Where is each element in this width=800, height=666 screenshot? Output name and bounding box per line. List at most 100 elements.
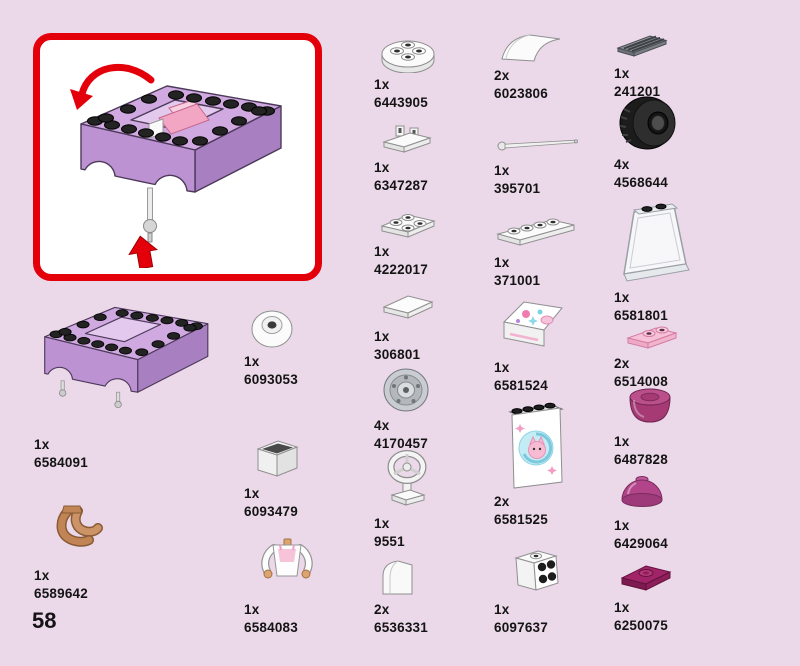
part-number: 6097637 — [494, 619, 548, 635]
magenta-dome-icon — [616, 466, 668, 514]
part-qty: 1x — [494, 360, 510, 375]
part-number: 6514008 — [614, 373, 668, 389]
part-number: 6581525 — [494, 511, 548, 527]
part-qty: 1x — [244, 486, 260, 501]
part-9551: 1x 9551 — [374, 450, 432, 551]
tile-2x2-icon — [380, 287, 436, 325]
part-number: 4222017 — [374, 261, 428, 277]
part-number: 6443905 — [374, 94, 428, 110]
part-6250075: 1x 6250075 — [614, 552, 674, 635]
part-qty: 1x — [494, 163, 510, 178]
part-qty: 1x — [374, 160, 390, 175]
part-label: 1x 6584083 — [244, 601, 320, 637]
part-395701: 1x 395701 — [494, 133, 582, 198]
part-qty: 2x — [614, 356, 630, 371]
part-label: 1x 6093479 — [244, 485, 304, 521]
plate-2x2-icon — [378, 200, 438, 240]
part-number: 4568644 — [614, 174, 668, 190]
part-number: 6584091 — [34, 454, 88, 470]
part-qty: 1x — [374, 77, 390, 92]
part-qty: 1x — [244, 602, 260, 617]
windscreen-icon — [614, 196, 694, 286]
curved-slope-icon — [376, 554, 428, 598]
plate-1x4-icon — [494, 207, 578, 251]
bracket-holes-icon — [504, 544, 564, 598]
curved-arch-icon — [496, 30, 570, 64]
part-number: 241201 — [614, 83, 661, 99]
part-6581801: 1x 6581801 — [614, 196, 694, 325]
part-number: 6023806 — [494, 85, 548, 101]
plate-with-clips-icon — [378, 116, 436, 156]
part-241201: 1x 241201 — [614, 30, 672, 101]
part-6097637: 1x 6097637 — [494, 544, 564, 637]
part-qty: 1x — [374, 329, 390, 344]
antenna-bar-icon — [494, 133, 582, 159]
highlight-callout — [33, 33, 322, 281]
part-qty: 1x — [374, 516, 390, 531]
part-number: 4170457 — [374, 435, 428, 451]
part-qty: 2x — [374, 602, 390, 617]
part-number: 6581524 — [494, 377, 548, 393]
part-label: 4x 4170457 — [374, 417, 432, 453]
part-qty: 1x — [34, 568, 50, 583]
part-4222017: 1x 4222017 — [374, 200, 438, 279]
part-qty: 2x — [494, 494, 510, 509]
part-6536331: 2x 6536331 — [374, 554, 428, 637]
part-number: 6487828 — [614, 451, 668, 467]
container-box-icon — [250, 434, 304, 482]
part-number: 6093479 — [244, 503, 298, 519]
part-306801: 1x 306801 — [374, 287, 436, 364]
part-label: 1x 6429064 — [614, 517, 668, 553]
part-label: 1x 4222017 — [374, 243, 438, 279]
part-label: 1x 6443905 — [374, 76, 438, 112]
part-6584091: 1x 6584091 — [20, 296, 226, 472]
part-label: 1x 6581801 — [614, 289, 694, 325]
part-6429064: 1x 6429064 — [614, 466, 668, 553]
part-label: 2x 6536331 — [374, 601, 428, 637]
part-qty: 1x — [614, 518, 630, 533]
part-qty: 1x — [34, 437, 50, 452]
part-qty: 4x — [614, 157, 630, 172]
part-number: 395701 — [494, 180, 541, 196]
round-tile-stud-icon — [248, 306, 298, 350]
part-number: 6536331 — [374, 619, 428, 635]
part-number: 9551 — [374, 533, 405, 549]
part-number: 6429064 — [614, 535, 668, 551]
part-6023806: 2x 6023806 — [494, 30, 570, 103]
part-qty: 1x — [494, 602, 510, 617]
part-number: 6581801 — [614, 307, 668, 323]
part-qty: 1x — [374, 244, 390, 259]
part-label: 4x 4568644 — [614, 156, 682, 192]
steering-wheel-icon — [382, 450, 432, 512]
part-label: 1x 241201 — [614, 65, 672, 101]
wheel-hub-icon — [380, 366, 432, 414]
part-label: 1x 6093053 — [244, 353, 298, 389]
part-number: 6347287 — [374, 177, 428, 193]
part-6581524: 1x 6581524 — [494, 294, 570, 395]
part-label: 1x 371001 — [494, 254, 578, 290]
part-label: 2x 6023806 — [494, 67, 570, 103]
part-label: 1x 6347287 — [374, 159, 436, 195]
tire-icon — [618, 95, 682, 153]
part-6514008: 2x 6514008 — [614, 316, 680, 391]
part-6589642: 1x 6589642 — [30, 500, 104, 603]
part-qty: 1x — [614, 66, 630, 81]
part-6093479: 1x 6093479 — [244, 434, 304, 521]
decorated-panel-icon — [504, 396, 568, 490]
part-6347287: 1x 6347287 — [374, 116, 436, 195]
magenta-dish-icon — [622, 382, 678, 430]
grille-tile-icon — [614, 30, 672, 62]
part-label: 1x 6250075 — [614, 599, 674, 635]
part-label: 1x 6581524 — [494, 359, 570, 395]
part-qty: 4x — [374, 418, 390, 433]
part-4170457: 4x 4170457 — [374, 366, 432, 453]
minidoll-legs-icon — [38, 500, 104, 564]
part-qty: 1x — [244, 354, 260, 369]
part-4568644: 4x 4568644 — [614, 95, 682, 192]
part-number: 6589642 — [34, 585, 88, 601]
part-label: 1x 6584091 — [34, 436, 226, 472]
part-label: 1x 306801 — [374, 328, 436, 364]
part-number: 6250075 — [614, 617, 668, 633]
part-label: 2x 6581525 — [494, 493, 568, 529]
